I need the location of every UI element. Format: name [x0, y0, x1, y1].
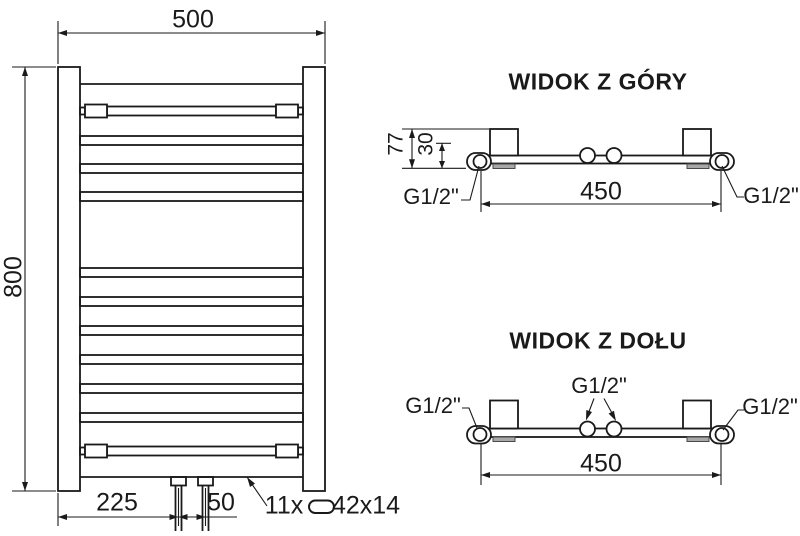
dim-450-bottom: [480, 444, 722, 485]
front-spacing-dimension: 50: [207, 488, 235, 517]
rung: [79, 191, 304, 202]
tv-leader-right: [721, 165, 744, 198]
rung: [79, 354, 304, 365]
bv-center-leaders: [586, 398, 616, 421]
dim-50: [178, 488, 237, 526]
bv-center-connection-right: [605, 420, 623, 438]
bottom-connection-spacing-dimension: 450: [580, 449, 622, 478]
dim-500: [57, 21, 326, 64]
bv-body-bar: [479, 427, 722, 438]
profile-count-label: 11x: [264, 491, 304, 520]
dim-450-top: [480, 171, 722, 212]
top-depth-dimension: 77: [384, 132, 408, 156]
tv-leader-left: [461, 165, 480, 201]
rung: [79, 412, 304, 423]
bottom-hanger-clamp-left: [84, 443, 108, 459]
bottom-view-title: WIDOK Z DOŁU: [509, 327, 687, 354]
dim-225: [57, 488, 180, 526]
tv-wall-bracket-right: [682, 128, 712, 157]
connection-stub-left: [170, 476, 187, 487]
profile-cross-section-icon: [308, 499, 335, 514]
bv-wall-bracket-right: [682, 399, 712, 430]
top-thread-label-right: G1/2": [743, 183, 799, 208]
rung: [79, 163, 304, 174]
connection-stub-right: [197, 476, 214, 487]
tv-center-connection-left: [579, 147, 596, 164]
tv-bracket-foot-right: [686, 163, 710, 169]
bv-bracket-foot-right: [686, 436, 710, 442]
top-hanger-clamp-right: [275, 103, 299, 119]
bottom-thread-label-left: G1/2": [405, 393, 461, 418]
bv-leader-right: [722, 409, 744, 431]
front-height-dimension: 800: [0, 256, 28, 298]
tv-bracket-foot-left: [492, 163, 516, 169]
dim-30: [436, 142, 451, 169]
profile-leader: [246, 476, 335, 514]
bv-wall-bracket-left: [489, 399, 519, 430]
profile-size-label: 42x14: [331, 491, 401, 520]
tv-thread-hole-right: [714, 154, 730, 169]
bv-thread-hole-left: [472, 427, 488, 442]
rung: [79, 296, 304, 307]
top-collector-depth-dimension: 30: [414, 132, 438, 156]
tv-body-bar: [479, 154, 722, 165]
rung: [79, 383, 304, 394]
top-connection-spacing-dimension: 450: [580, 177, 622, 206]
dim-800: [12, 66, 56, 492]
bottom-thread-label-center: G1/2": [571, 373, 627, 398]
bottom-view: [462, 398, 744, 485]
tv-wall-bracket-left: [489, 128, 519, 157]
bv-leader-left: [462, 407, 478, 429]
top-hanger-clamp-left: [84, 103, 108, 119]
front-offset-dimension: 225: [96, 488, 138, 517]
rung: [79, 325, 304, 336]
tv-center-connection-right: [605, 147, 623, 164]
rung: [79, 135, 304, 146]
dim-77: [402, 128, 489, 169]
top-view: [402, 128, 744, 212]
rung: [79, 267, 304, 278]
bv-center-connection-left: [579, 420, 596, 438]
front-view: [12, 21, 335, 531]
left-collector-tube: [57, 66, 81, 492]
bottom-hanger-clamp-right: [275, 443, 299, 459]
top-thread-label-left: G1/2": [403, 184, 459, 209]
right-collector-tube: [302, 66, 326, 492]
top-hanger-bar: [106, 105, 277, 117]
bv-thread-hole-right: [714, 427, 730, 442]
bv-bracket-foot-left: [492, 436, 516, 442]
bottom-thread-label-right: G1/2": [742, 394, 798, 419]
bottom-hanger-bar: [106, 445, 277, 457]
top-view-title: WIDOK Z GÓRY: [508, 68, 688, 95]
tv-thread-hole-left: [472, 154, 488, 169]
front-width-dimension: 500: [172, 5, 214, 34]
